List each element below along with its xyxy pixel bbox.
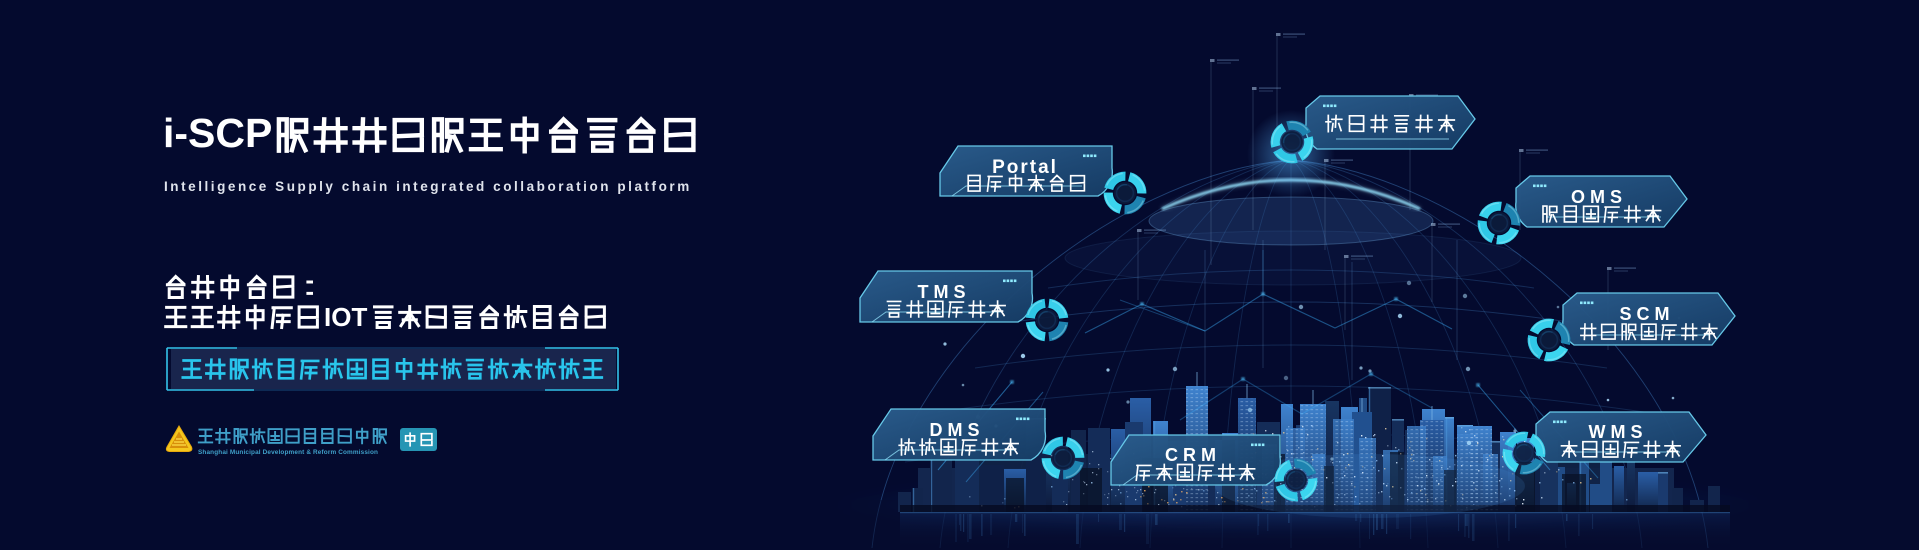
svg-text:OMS: OMS bbox=[1571, 187, 1627, 207]
svg-text:TMS: TMS bbox=[918, 282, 971, 302]
svg-text:IOT: IOT bbox=[324, 302, 367, 332]
svg-text:DMS: DMS bbox=[930, 420, 985, 440]
svg-text:WMS: WMS bbox=[1589, 422, 1648, 442]
svg-text:Shanghai Municipal Development: Shanghai Municipal Development & Reform … bbox=[198, 449, 378, 456]
svg-text:Intelligence Supply chain inte: Intelligence Supply chain integrated col… bbox=[164, 179, 692, 194]
svg-text:i-SCP: i-SCP bbox=[163, 110, 272, 156]
svg-text:CRM: CRM bbox=[1165, 445, 1221, 465]
svg-text:Portal: Portal bbox=[992, 157, 1058, 178]
svg-text:SCM: SCM bbox=[1620, 304, 1675, 324]
